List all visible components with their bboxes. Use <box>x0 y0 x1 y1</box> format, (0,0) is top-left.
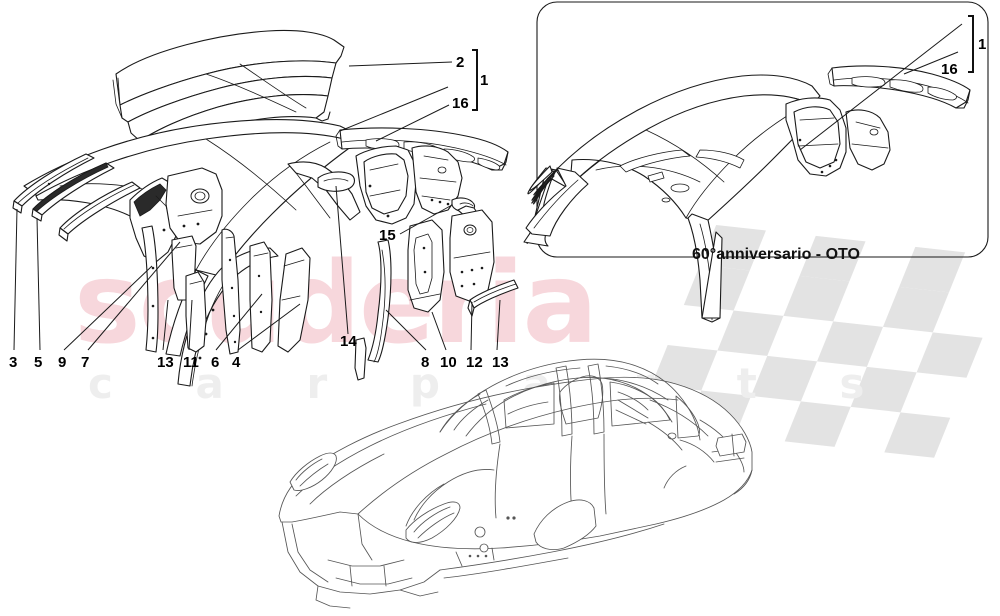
leader-lines-main <box>13 61 501 351</box>
main-callout-8[interactable]: 8 <box>421 354 430 371</box>
main-callout-15[interactable]: 15 <box>379 227 396 244</box>
main-callout-9[interactable]: 9 <box>58 354 67 371</box>
main-callout-10[interactable]: 10 <box>440 354 457 371</box>
quarter-panel-assembly <box>317 145 463 225</box>
inset-callout-16[interactable]: 16 <box>941 61 958 78</box>
bracket-main <box>472 49 478 111</box>
main-callout-4[interactable]: 4 <box>232 354 241 371</box>
main-callout-3[interactable]: 3 <box>9 354 18 371</box>
center-trim-strips <box>185 228 311 355</box>
inset-roof-frame <box>523 65 971 323</box>
inset-title: 60°anniversario - OTO <box>692 246 860 263</box>
watermark-scuderia: scuderia <box>74 239 598 369</box>
right-lower-panels <box>354 209 519 381</box>
main-callout-13-left[interactable]: 13 <box>157 354 174 371</box>
main-callout-2[interactable]: 2 <box>456 54 465 71</box>
main-callout-16[interactable]: 16 <box>452 95 469 112</box>
main-callout-1[interactable]: 1 <box>480 72 489 89</box>
main-callout-7[interactable]: 7 <box>81 354 90 371</box>
main-callout-11[interactable]: 11 <box>183 354 199 371</box>
main-callout-14[interactable]: 14 <box>340 333 357 350</box>
inset-box <box>536 1 989 258</box>
main-callout-6[interactable]: 6 <box>211 354 220 371</box>
inset-leader-lines <box>799 15 974 151</box>
inset-callout-1[interactable]: 1 <box>978 36 987 53</box>
roof-outer-panel <box>112 29 345 159</box>
car-body-silhouette <box>278 358 753 609</box>
roof-trim-strips <box>12 153 141 242</box>
main-callout-12[interactable]: 12 <box>466 354 483 371</box>
main-callout-13-right[interactable]: 13 <box>492 354 509 371</box>
main-callout-5[interactable]: 5 <box>34 354 43 371</box>
watermark-carparts: c a r p a r t s <box>88 359 899 408</box>
left-pillar-panels <box>129 167 223 353</box>
